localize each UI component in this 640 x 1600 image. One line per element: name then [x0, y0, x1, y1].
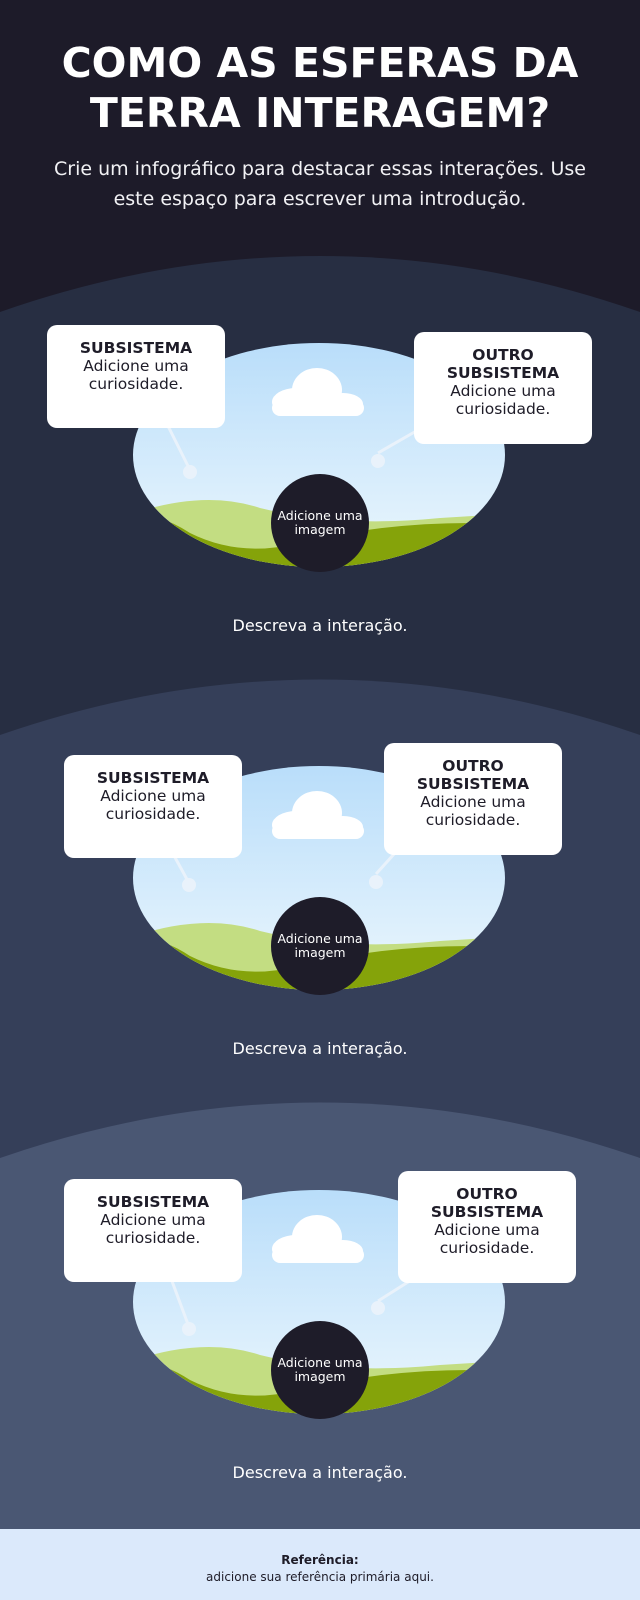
interaction-section-2: SUBSISTEMA Adicione uma curiosidade. OUT… — [0, 741, 640, 1165]
card-heading: OUTRO SUBSISTEMA — [446, 346, 560, 382]
image-placeholder[interactable]: Adicione uma imagem — [271, 474, 369, 572]
subsystem-card-left: SUBSISTEMA Adicione uma curiosidade. — [47, 325, 225, 428]
cloud-icon — [272, 791, 364, 839]
card-body: Adicione uma curiosidade. — [450, 382, 556, 418]
card-heading: SUBSISTEMA — [79, 339, 193, 357]
reference-label: Referência: — [281, 1553, 359, 1567]
subsystem-card-left: SUBSISTEMA Adicione uma curiosidade. — [64, 755, 242, 858]
image-placeholder[interactable]: Adicione uma imagem — [271, 1321, 369, 1419]
page-title: COMO AS ESFERAS DA TERRA INTERAGEM? — [61, 39, 579, 137]
subsystem-card-right: OUTRO SUBSISTEMA Adicione uma curiosidad… — [384, 743, 562, 855]
interaction-description: Descreva a interação. — [232, 1039, 408, 1058]
card-heading: OUTRO SUBSISTEMA — [416, 757, 530, 793]
card-body: Adicione uma curiosidade. — [83, 357, 189, 393]
card-heading: OUTRO SUBSISTEMA — [430, 1185, 544, 1221]
interaction-section-1: SUBSISTEMA Adicione uma curiosidade. OUT… — [0, 318, 640, 742]
subsystem-card-left: SUBSISTEMA Adicione uma curiosidade. — [64, 1179, 242, 1282]
card-body: Adicione uma curiosidade. — [100, 787, 206, 823]
card-body: Adicione uma curiosidade. — [100, 1211, 206, 1247]
interaction-description: Descreva a interação. — [232, 616, 408, 635]
reference-text: adicione sua referência primária aqui. — [206, 1570, 434, 1584]
subsystem-card-right: OUTRO SUBSISTEMA Adicione uma curiosidad… — [414, 332, 592, 444]
landscape-illustration — [133, 1190, 505, 1414]
interaction-description: Descreva a interação. — [232, 1463, 408, 1482]
image-placeholder[interactable]: Adicione uma imagem — [271, 897, 369, 995]
card-heading: SUBSISTEMA — [96, 769, 210, 787]
cloud-icon — [272, 368, 364, 416]
intro-text: Crie um infográfico para destacar essas … — [54, 158, 586, 210]
interaction-section-3: SUBSISTEMA Adicione uma curiosidade. OUT… — [0, 1165, 640, 1589]
reference-footer: Referência: adicione sua referência prim… — [0, 1529, 640, 1600]
cloud-icon — [272, 1215, 364, 1263]
subsystem-card-right: OUTRO SUBSISTEMA Adicione uma curiosidad… — [398, 1171, 576, 1283]
card-heading: SUBSISTEMA — [96, 1193, 210, 1211]
card-body: Adicione uma curiosidade. — [420, 793, 526, 829]
card-body: Adicione uma curiosidade. — [434, 1221, 540, 1257]
